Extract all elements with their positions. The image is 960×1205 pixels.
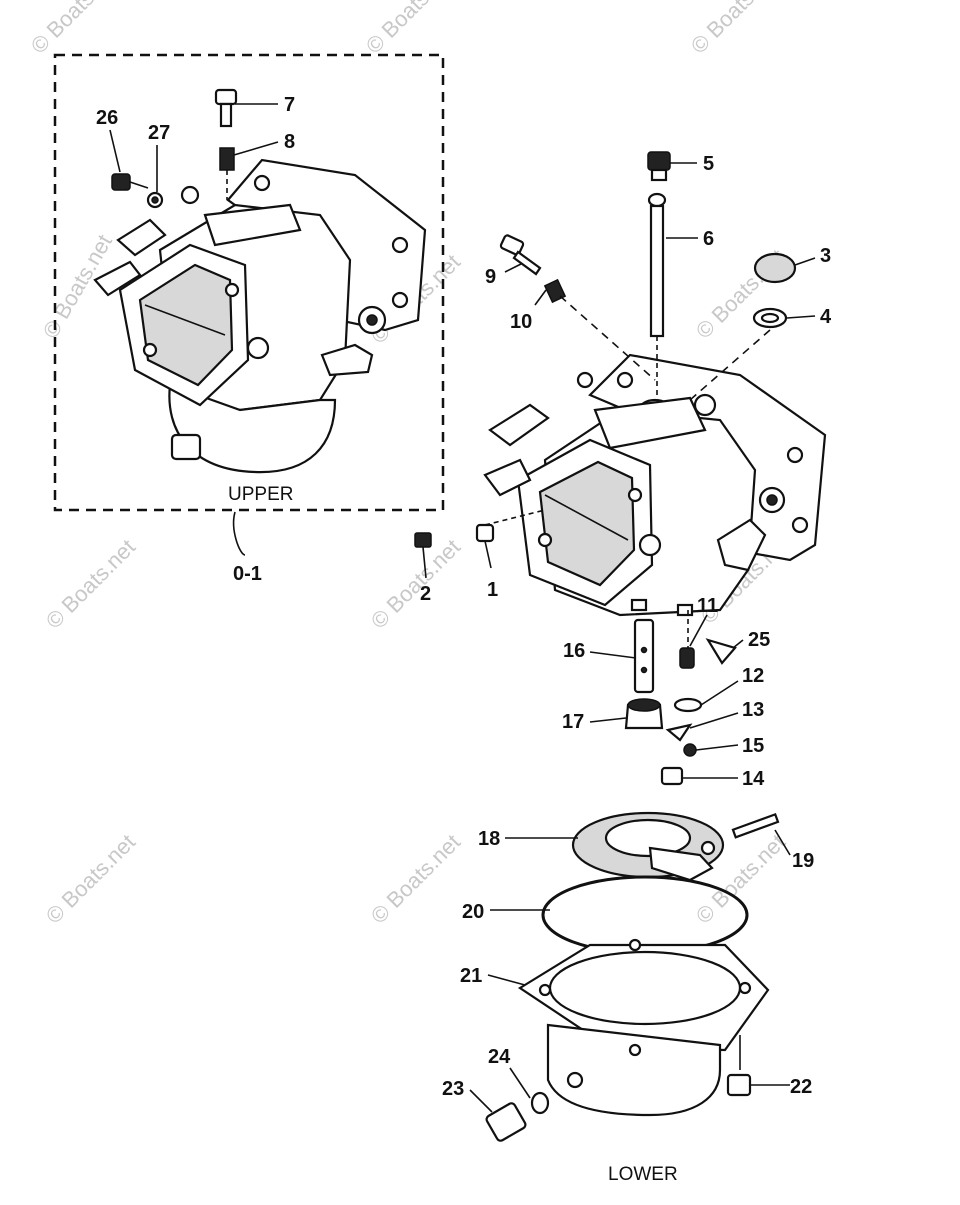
watermark: © Boats.net [366,829,465,928]
callout-17: 17 [562,711,584,733]
lower-small-parts [624,610,737,786]
callout-9: 9 [485,266,496,288]
watermark: © Boats.net [41,534,140,633]
callout-19: 19 [792,850,814,872]
callout-4: 4 [820,306,832,328]
callout-3: 3 [820,245,831,267]
watermark: © Boats.net [361,0,460,59]
callout-10: 10 [510,311,532,333]
callout-22: 22 [790,1076,812,1098]
callout-5: 5 [703,153,714,175]
caption-upper: UPPER [228,484,293,505]
top-parts [499,151,797,401]
callout-1: 1 [487,579,498,601]
upper-carburetor-drawing [93,158,427,474]
callout-11: 11 [697,595,718,617]
float-bowl-assembly [485,811,780,1142]
callout-15: 15 [742,735,764,757]
callout-27: 27 [148,122,170,144]
watermark: © Boats.net [366,534,465,633]
callout-23: 23 [442,1078,464,1100]
upper-small-parts [111,88,238,209]
callout-20: 20 [462,901,484,923]
callout-18: 18 [478,828,500,850]
caption-lower: LOWER [608,1164,678,1185]
watermark: © Boats.net [41,829,140,928]
upper-group-box [53,53,445,512]
callout-12: 12 [742,665,764,687]
callout-26: 26 [96,107,118,129]
callout-25: 25 [748,629,770,651]
caption-assembly: 0-1 [233,563,262,585]
leader-lines [109,103,816,1113]
watermark: © Boats.net [26,0,125,59]
callout-7: 7 [284,94,295,116]
callout-labels: 7 8 26 27 5 6 9 10 3 4 2 1 11 25 16 12 1… [96,94,832,1100]
callout-14: 14 [742,768,765,790]
callout-2: 2 [420,583,431,605]
jet-plugs [414,509,546,548]
callout-8: 8 [284,131,295,153]
watermark: © Boats.net [686,0,785,59]
callout-13: 13 [742,699,764,721]
main-carburetor-drawing [483,353,827,617]
callout-21: 21 [460,965,482,987]
callout-24: 24 [488,1046,511,1068]
callout-16: 16 [563,640,585,662]
callout-6: 6 [703,228,714,250]
